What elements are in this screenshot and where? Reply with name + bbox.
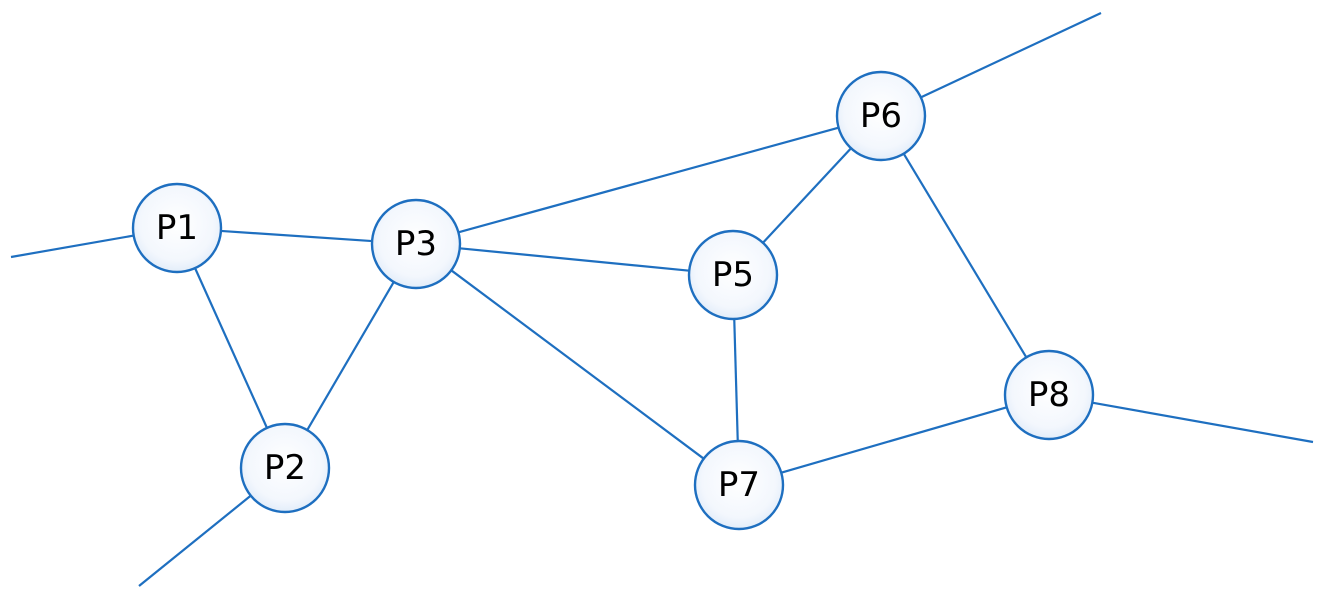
node-label: P3 [395,224,437,264]
node-p1: P1 [131,182,223,274]
edges-layer [10,12,1314,587]
node-p2: P2 [239,422,331,514]
node-label: P1 [156,208,198,248]
external-link-p6 [920,12,1102,99]
node-circle [1003,349,1095,441]
node-label: P6 [860,96,902,136]
node-p5: P5 [687,229,779,321]
edge-p3-p7 [450,269,705,460]
external-link-p8 [1092,401,1314,444]
node-circle [835,70,927,162]
external-link-p1 [10,234,134,259]
edge-p6-p8 [902,153,1028,358]
node-circle [687,229,779,321]
external-link-p2 [138,494,252,587]
node-p7: P7 [693,439,785,531]
node-p6: P6 [835,70,927,162]
node-label: P8 [1028,375,1070,415]
node-label: P5 [712,255,754,295]
edge-p3-p5 [459,247,690,272]
node-p3: P3 [370,198,462,290]
edge-p5-p6 [762,147,852,244]
node-circle [131,182,223,274]
edge-p2-p3 [306,281,395,431]
edge-p5-p7 [733,318,739,442]
node-circle [693,439,785,531]
node-label: P7 [718,465,760,505]
edge-p1-p2 [194,267,268,429]
edge-p3-p6 [458,126,839,234]
node-circle [370,198,462,290]
node-label: P2 [264,448,306,488]
edge-p1-p3 [220,229,373,243]
node-p8: P8 [1003,349,1095,441]
node-circle [239,422,331,514]
edge-p7-p8 [780,406,1008,474]
